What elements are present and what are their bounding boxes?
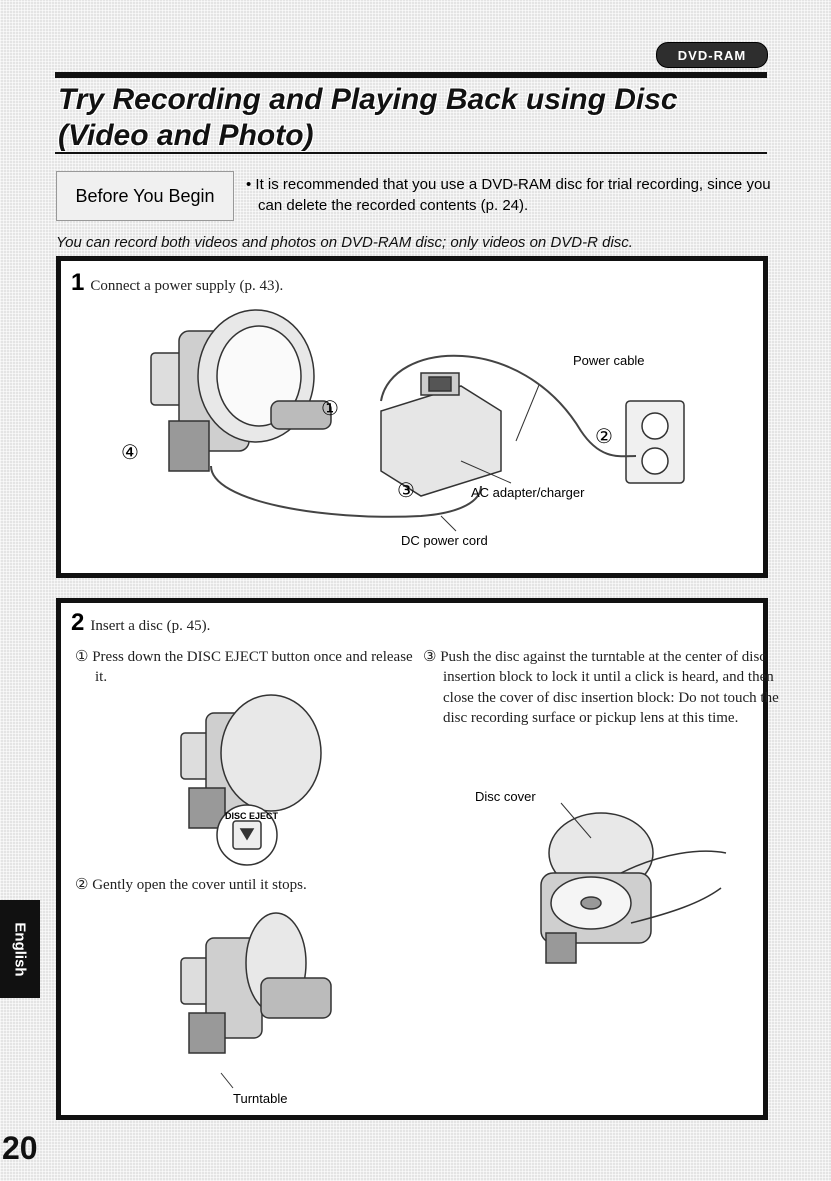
top-rule — [55, 72, 767, 78]
camcorder-drawing — [150, 309, 332, 472]
ac-adapter-drawing — [380, 372, 502, 497]
camcorder-disc-insert-drawing — [540, 812, 727, 964]
disc-capability-note: You can record both videos and photos on… — [56, 234, 633, 251]
marker-4: ④ — [121, 440, 139, 464]
marker-3: ③ — [397, 478, 415, 502]
step-1-number: 1 — [71, 269, 85, 296]
power-cable-line — [380, 354, 637, 458]
step-2-panel: 2 Insert a disc (p. 45). ① Press down th… — [56, 598, 779, 1120]
camcorder-eject-drawing — [180, 694, 322, 866]
before-you-begin-label: Before You Begin — [56, 171, 234, 221]
disc-type-badge: DVD-RAM — [656, 42, 768, 68]
wall-outlet-drawing — [625, 400, 685, 484]
power-cable-label: Power cable — [573, 353, 645, 368]
ac-adapter-label: AC adapter/charger — [471, 485, 585, 500]
camcorder-open-cover-drawing — [180, 912, 332, 1054]
step-2-substep-2: ② Gently open the cover until it stops. — [75, 877, 307, 893]
disc-insertion-illustrations: DISC EJECT Turntable Disc cover — [180, 694, 727, 1106]
marker-2: ② — [595, 424, 613, 448]
power-connection-illustration: Power cable AC adapter/charger DC power … — [121, 309, 685, 548]
step-2-substep-3: ③ Push the disc against the turntable at… — [423, 649, 779, 726]
step-2-substep-1: ① Press down the DISC EJECT button once … — [75, 649, 413, 686]
step-1-heading: 1 Connect a power supply (p. 43). — [71, 269, 283, 297]
marker-1: ① — [321, 396, 339, 420]
title-rule — [55, 152, 767, 154]
page-title: Try Recording and Playing Back using Dis… — [58, 83, 678, 152]
step-1-panel: 1 Connect a power supply (p. 43). — [56, 256, 768, 578]
disc-cover-label: Disc cover — [475, 789, 536, 804]
language-tab: English — [0, 900, 40, 998]
dc-cord-line — [210, 465, 482, 518]
page-number: 20 — [2, 1130, 38, 1166]
step-1-text: Connect a power supply (p. 43). — [90, 278, 284, 294]
dc-power-cord-label: DC power cord — [401, 533, 488, 548]
step-2-number: 2 — [71, 609, 85, 636]
turntable-label: Turntable — [233, 1091, 287, 1106]
trial-recording-note: • It is recommended that you use a DVD-R… — [246, 176, 771, 214]
step-2-heading: 2 Insert a disc (p. 45). — [71, 609, 210, 637]
step-2-text: Insert a disc (p. 45). — [90, 618, 211, 634]
language-tab-label: English — [11, 921, 29, 977]
disc-eject-label: DISC EJECT — [225, 811, 279, 821]
